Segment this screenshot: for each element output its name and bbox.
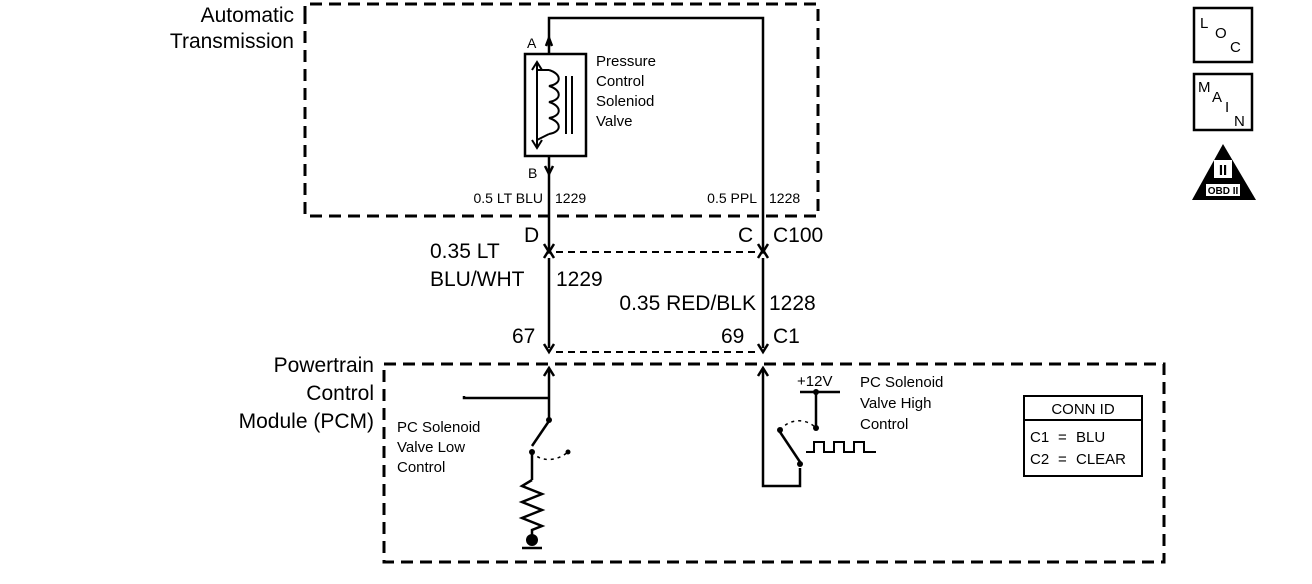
low-control-label-2: Valve Low (397, 439, 465, 456)
conn-id-c1-color: BLU (1076, 429, 1105, 446)
solenoid-label-4: Valve (596, 113, 632, 130)
pcm-label-1: Powertrain (274, 354, 374, 377)
svg-text:I: I (1225, 99, 1229, 116)
high-control-voltage: +12V (797, 373, 832, 390)
solenoid-label-3: Soleniod (596, 93, 654, 110)
solenoid-pin-a: A (527, 35, 537, 51)
solenoid-label-2: Control (596, 73, 644, 90)
wire-1229-upper-circuit: 1229 (555, 190, 586, 206)
transmission-boundary (303, 2, 820, 218)
conn-id-table: CONN ID C1 = BLU C2 = CLEAR (1023, 395, 1143, 477)
c1-pin-69: 69 (721, 325, 744, 348)
svg-text:L: L (1200, 15, 1208, 32)
c100-label: C100 (773, 224, 823, 247)
solenoid-label-1: Pressure (596, 53, 656, 70)
c1-pin-67: 67 (512, 325, 535, 348)
svg-text:M: M (1198, 79, 1211, 96)
pull-down-resistor-icon (518, 478, 546, 540)
conn-id-c2-color: CLEAR (1076, 451, 1126, 468)
transmission-label-1: Automatic (201, 4, 294, 27)
low-control-label-3: Control (397, 459, 445, 476)
loc-icon[interactable]: L O C (1192, 6, 1254, 64)
svg-text:II: II (1219, 162, 1227, 179)
conn-id-c1: C1 (1030, 429, 1049, 446)
wire-1229-lower-circuit: 1229 (556, 268, 603, 291)
transmission-label-2: Transmission (170, 30, 294, 53)
c1-label: C1 (773, 325, 800, 348)
wire-1228-lower-label: 0.35 RED/BLK (619, 292, 756, 315)
svg-text:N: N (1234, 113, 1245, 130)
svg-text:OBD II: OBD II (1208, 186, 1239, 197)
svg-text:A: A (1212, 89, 1222, 106)
svg-text:C: C (1230, 39, 1241, 56)
low-control-label-1: PC Solenoid (397, 419, 480, 436)
ground-icon (526, 534, 538, 546)
solenoid-pin-b: B (528, 165, 537, 181)
wire-1228-upper (547, 16, 765, 216)
conn-id-title: CONN ID (1051, 401, 1115, 418)
conn-id-c2: C2 (1030, 451, 1049, 468)
high-control-label-1: PC Solenoid (860, 374, 943, 391)
svg-text:O: O (1215, 25, 1227, 42)
wire-1229-lower-label-1: 0.35 LT (430, 240, 500, 263)
conn-id-c1-eq: = (1058, 429, 1067, 446)
wire-1229-lower-label-2: BLU/WHT (430, 268, 525, 291)
c100-pin-c: C (738, 224, 753, 247)
wire-1228-upper-circuit: 1228 (769, 190, 800, 206)
solenoid-coil-icon (548, 69, 560, 135)
pcm-label-2: Control (306, 382, 374, 405)
high-side-switch (778, 431, 802, 463)
obd-ii-icon[interactable]: II OBD II (1192, 144, 1256, 200)
pcm-boundary (382, 362, 1166, 564)
low-side-switch (530, 420, 551, 447)
main-icon[interactable]: M A I N (1192, 72, 1254, 132)
pwm-signal-icon (806, 441, 876, 453)
wire-1228-lower-circuit: 1228 (769, 292, 816, 315)
wire-1229-upper-label: 0.5 LT BLU (473, 190, 543, 206)
solenoid-box (523, 52, 588, 158)
high-control-label-3: Control (860, 416, 908, 433)
pcm-label-3: Module (PCM) (239, 410, 374, 433)
high-control-label-2: Valve High (860, 395, 931, 412)
c100-pin-d: D (524, 224, 539, 247)
conn-id-c2-eq: = (1058, 451, 1067, 468)
wire-1228-upper-label: 0.5 PPL (707, 190, 757, 206)
